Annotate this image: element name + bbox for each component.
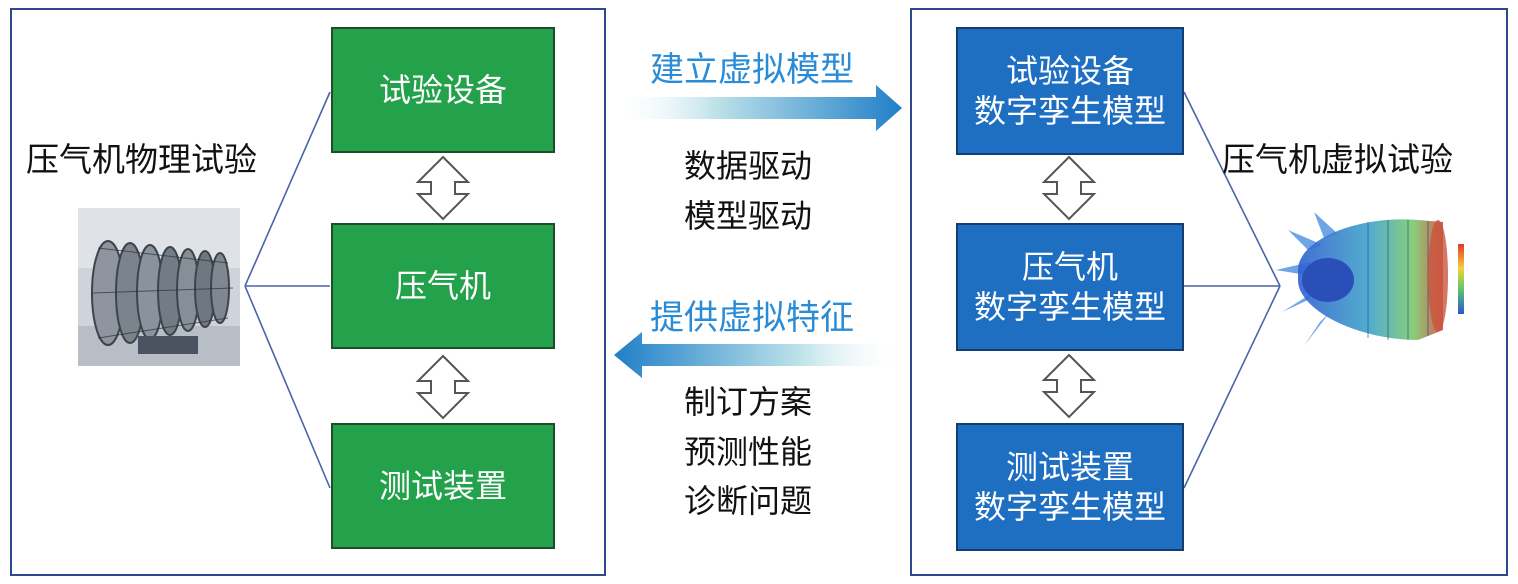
box-line1: 压气机 [1021,248,1118,286]
box-line1: 测试装置 [1005,448,1134,486]
connector-line [1183,91,1281,287]
use-item: 制订方案 [684,383,813,421]
double-arrow-icon [415,354,471,420]
box-label: 压气机 [394,267,491,305]
compressor-simulation-render [1276,212,1464,346]
connector-line [244,285,331,489]
use-item: 预测性能 [684,432,813,471]
box-line1: 试验设备 [1005,52,1134,90]
double-arrow-icon [1041,155,1097,221]
test-equipment-twin-box: 试验设备 数字孪生模型 [956,27,1184,155]
measurement-device-box: 测试装置 [331,423,555,549]
box-label: 试验设备 [378,71,507,109]
box-label: 测试装置 [378,467,507,505]
box-line2: 数字孪生模型 [973,488,1166,526]
compressor-twin-box: 压气机 数字孪生模型 [956,223,1184,351]
provide-features-arrow [614,332,902,378]
connector-line [1183,285,1281,489]
driver-item: 模型驱动 [684,196,813,235]
test-equipment-box: 试验设备 [331,27,555,153]
use-item: 诊断问题 [684,482,813,521]
driver-item: 数据驱动 [684,147,813,185]
virtual-test-title: 压气机虚拟试验 [1222,140,1453,179]
connector-line [244,91,331,287]
physical-test-title: 压气机物理试验 [26,140,257,179]
box-line2: 数字孪生模型 [973,288,1166,326]
provide-features-label: 提供虚拟特征 [650,298,854,338]
bottom-uses-list: 制订方案 预测性能 诊断问题 [684,378,812,527]
build-model-label: 建立虚拟模型 [650,50,854,90]
compressor-photo [78,208,240,366]
compressor-box: 压气机 [331,223,555,349]
build-model-arrow [612,85,902,131]
box-line2: 数字孪生模型 [973,92,1166,130]
measurement-device-twin-box: 测试装置 数字孪生模型 [956,423,1184,551]
double-arrow-icon [1041,353,1097,419]
top-drivers-list: 数据驱动 模型驱动 [684,142,812,241]
double-arrow-icon [415,155,471,221]
